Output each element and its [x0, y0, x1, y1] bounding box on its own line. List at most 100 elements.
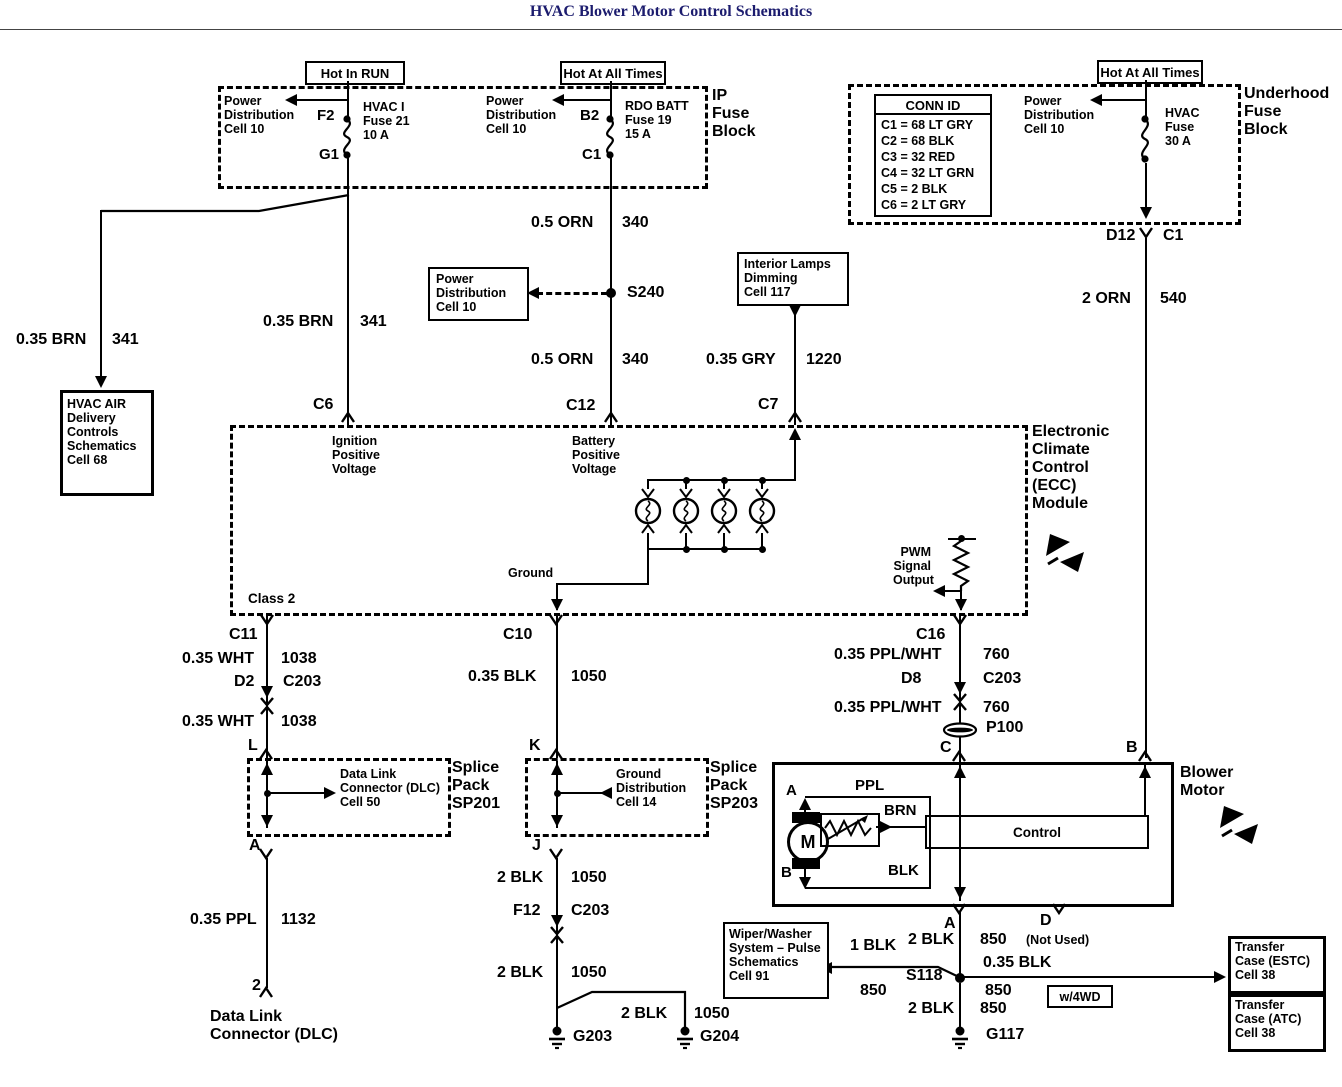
- variable-resistor-icon: [824, 815, 872, 840]
- arrow-down-icon: [551, 815, 563, 827]
- pin-g1: G1: [319, 146, 340, 163]
- ignition-positive-voltage-label: Ignition Positive Voltage: [332, 434, 380, 476]
- arrow-left-icon: [552, 94, 564, 106]
- wire: [268, 792, 326, 794]
- arrow-down-icon: [261, 686, 273, 698]
- hvac-air-ref-text: HVAC AIR Delivery Controls Schematics Ce…: [67, 397, 137, 467]
- wire: [804, 808, 806, 814]
- arrow-left-icon: [933, 585, 945, 597]
- wire-size: 0.35 BLK: [468, 668, 537, 685]
- wiper-washer-ref-box: [723, 922, 829, 999]
- ground-g204-label: G204: [700, 1028, 740, 1045]
- wire-size: 1 BLK: [850, 937, 897, 954]
- pin-b-blower: B: [1126, 739, 1138, 756]
- wire: [1100, 99, 1146, 101]
- arrow-left-icon: [527, 287, 539, 299]
- inline-connector-icon: [260, 697, 274, 715]
- wire-size: 0.35 WHT: [182, 713, 255, 730]
- page-title: HVAC Blower Motor Control Schematics: [529, 3, 813, 20]
- wire-number: 850: [860, 982, 887, 999]
- wire: [1145, 163, 1147, 211]
- fuse-icon: [343, 115, 351, 159]
- ground-icon: [952, 1026, 968, 1050]
- lamp-bus-bottom: [647, 548, 764, 550]
- wire: [794, 432, 796, 480]
- transfer-estc-ref-text: Transfer Case (ESTC) Cell 38: [1235, 940, 1311, 982]
- arrow-down-icon: [954, 887, 966, 899]
- wire: [296, 99, 348, 101]
- connector-icon: [604, 410, 618, 423]
- sp203-box: [525, 758, 709, 837]
- conn-id-row: C5 = 2 BLK: [881, 182, 948, 196]
- underhood-fuse-block-box: [848, 84, 1241, 225]
- resistor-box: [820, 813, 880, 847]
- pin-d-blower: D: [1040, 912, 1052, 929]
- wire-branch: [556, 990, 687, 1028]
- ground-icon: [549, 1026, 565, 1050]
- junction-dot: [958, 535, 965, 542]
- arrow-left-icon: [1090, 94, 1102, 106]
- wire-orn540: [1145, 238, 1147, 758]
- wire: [962, 976, 1220, 978]
- wire-size: 0.35 PPL/WHT: [834, 699, 942, 716]
- junction-dot: [759, 477, 766, 484]
- pin-k: K: [529, 737, 541, 754]
- inline-connector-icon: [953, 693, 967, 711]
- class2-label: Class 2: [248, 591, 296, 606]
- not-used-label: (Not Used): [1026, 933, 1090, 947]
- wire-ppl1132: [266, 858, 268, 988]
- wire-number: 760: [983, 699, 1010, 716]
- pin-c10: C10: [503, 626, 533, 643]
- arrow-down-icon: [799, 877, 811, 889]
- wire-b-feed: [1144, 762, 1146, 815]
- motor-pin-a: A: [786, 782, 797, 799]
- wire: [556, 858, 558, 1028]
- connector-icon: [1052, 903, 1066, 916]
- wire-size: 0.35 GRY: [706, 351, 776, 368]
- motor-pin-b: B: [781, 864, 792, 881]
- ground-g117-label: G117: [986, 1026, 1025, 1043]
- wire: [558, 792, 608, 794]
- arrow-up-icon: [261, 763, 273, 775]
- wire: [959, 983, 961, 1028]
- power-dist-ref-box: [428, 267, 529, 321]
- wire-number: 1050: [571, 869, 607, 886]
- arrow-down-icon: [95, 376, 107, 388]
- pin-c16: C16: [916, 626, 946, 643]
- connector-icon: [1139, 227, 1153, 240]
- arrow-down-icon: [955, 599, 967, 611]
- underhood-fuse-block-label: Underhood Fuse Block: [1244, 85, 1330, 138]
- transfer-atc-ref-box: [1228, 994, 1326, 1052]
- motor-brush-top: [792, 812, 820, 823]
- arrow-up-icon: [789, 428, 801, 440]
- arrow-up-icon: [799, 798, 811, 810]
- wire: [610, 81, 612, 118]
- arrow-right-icon: [1214, 971, 1226, 983]
- dashed-wire: [537, 292, 607, 295]
- wire-gry1220: [794, 314, 796, 425]
- resistor-icon: [951, 540, 971, 591]
- wire: [959, 912, 961, 978]
- junction-dot: [683, 546, 690, 553]
- arrow-up-icon: [1139, 766, 1151, 778]
- fuse-icon: [606, 115, 614, 159]
- pin-c1-uh: C1: [1163, 227, 1184, 244]
- wire-wht1038: [266, 613, 268, 758]
- sp201-ref-text: Data Link Connector (DLC) Cell 50: [340, 767, 440, 809]
- connector-icon: [341, 410, 355, 423]
- transfer-estc-ref-box: [1228, 936, 1326, 994]
- conn-id-table: [874, 113, 992, 217]
- splice-s240-label: S240: [627, 284, 665, 301]
- sp201-box: [247, 758, 451, 837]
- conn-id-row: C3 = 32 RED: [881, 150, 955, 164]
- junction-dot: [721, 477, 728, 484]
- conn-id-row: C1 = 68 LT GRY: [881, 118, 974, 132]
- pin-f2: F2: [317, 107, 335, 124]
- junction-dot: [264, 790, 271, 797]
- ecc-module-box: [230, 425, 1028, 616]
- esd-caution-icon: [1220, 806, 1258, 844]
- wire-size: 0.35 PPL: [190, 911, 257, 928]
- wire: [804, 869, 806, 877]
- connector-c203: C203: [983, 670, 1022, 687]
- connector-c203: C203: [571, 902, 610, 919]
